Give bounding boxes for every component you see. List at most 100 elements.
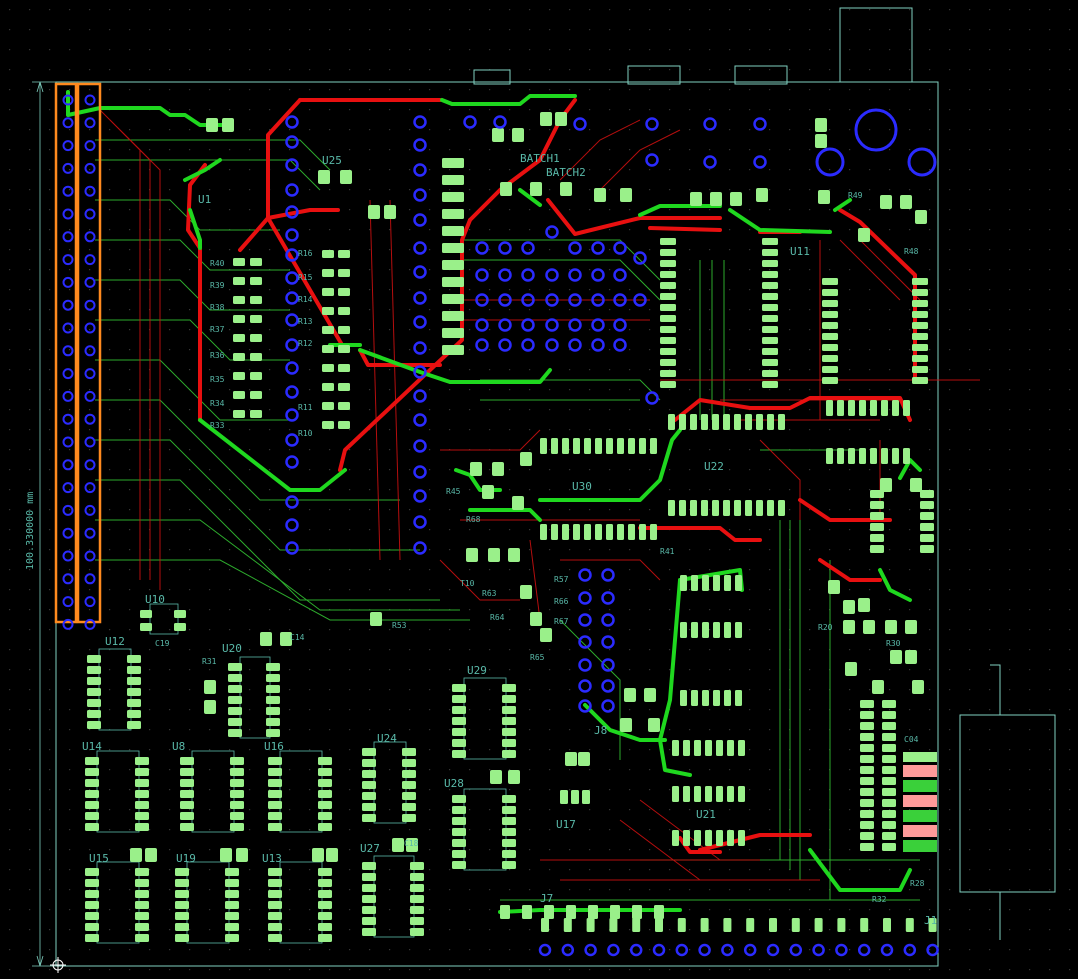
dimension-label: 100.330000 mm — [25, 492, 36, 570]
pad-col-u11-b — [762, 238, 778, 388]
label-u13: U13 — [262, 852, 282, 865]
resistor-col-r40-33-a — [233, 258, 245, 418]
label-u21: U21 — [696, 808, 716, 821]
label-r30: R30 — [886, 639, 901, 648]
label-u28: U28 — [444, 777, 464, 790]
pad-row-u21a — [672, 740, 745, 756]
label-u29: U29 — [467, 664, 487, 677]
label-r20: R20 — [818, 623, 833, 632]
label-r57: R57 — [554, 575, 569, 584]
back-copper-thin — [95, 139, 920, 901]
label-r65: R65 — [530, 653, 545, 662]
label-r37: R37 — [210, 325, 225, 334]
db-connector-pads — [903, 752, 937, 852]
label-r12: R12 — [298, 339, 313, 348]
label-r10: R10 — [298, 429, 313, 438]
label-u17: U17 — [556, 818, 576, 831]
pad-row-u17 — [560, 790, 590, 804]
label-r13: R13 — [298, 317, 313, 326]
label-r49: R49 — [848, 191, 863, 200]
label-c18: C18 — [404, 839, 419, 848]
pad-col-right-lower-b — [882, 700, 896, 851]
front-copper-power — [186, 98, 917, 854]
label-c19: C19 — [155, 639, 170, 648]
label-r36: R36 — [210, 351, 225, 360]
label-u8: U8 — [172, 740, 185, 753]
label-u11: U11 — [790, 245, 810, 258]
ic-u20 — [228, 656, 280, 739]
label-batch2: BATCH2 — [546, 166, 586, 179]
header-outline-right — [76, 82, 102, 624]
ic-u15 — [85, 861, 149, 944]
header-pins — [62, 94, 96, 630]
pad-row-u30-top — [540, 438, 657, 454]
label-u24: U24 — [377, 732, 397, 745]
label-c04: C04 — [904, 735, 919, 744]
label-u14: U14 — [82, 740, 102, 753]
dimension-annotation — [32, 81, 56, 967]
component-pads — [85, 112, 934, 944]
pad-col-u11-a — [660, 238, 676, 388]
label-u16: U16 — [264, 740, 284, 753]
label-r68: R68 — [466, 515, 481, 524]
label-u20: U20 — [222, 642, 242, 655]
ic-u27 — [362, 855, 424, 938]
label-batch1: BATCH1 — [520, 152, 560, 165]
label-j1: J1 — [924, 914, 937, 927]
pad-col-right-mid — [920, 490, 934, 553]
resistor-col-r16-10-a — [322, 250, 334, 429]
label-r11: R11 — [298, 403, 313, 412]
pad-row-u18-top — [680, 575, 742, 591]
label-u30: U30 — [572, 480, 592, 493]
ic-u29 — [452, 677, 516, 760]
pad-row-u18-bot — [680, 622, 742, 638]
resistor-col-r16-10-b — [338, 250, 350, 429]
pad-row-right-bot — [826, 448, 910, 464]
label-r33: R33 — [210, 421, 225, 430]
left-header-connector[interactable] — [54, 82, 102, 630]
label-j7: J7 — [540, 892, 553, 905]
resistor-col-r40-33-b — [250, 258, 262, 418]
label-r31: R31 — [202, 657, 217, 666]
ic-u19 — [175, 861, 239, 944]
label-r40: R40 — [210, 259, 225, 268]
label-r64: R64 — [490, 613, 505, 622]
pad-row-u22-top — [668, 414, 785, 430]
header-outline-left — [54, 82, 78, 624]
label-r34: R34 — [210, 399, 225, 408]
pad-col-right-a — [822, 278, 838, 384]
label-u1: U1 — [198, 193, 211, 206]
label-r48: R48 — [904, 247, 919, 256]
label-r45: R45 — [446, 487, 461, 496]
back-copper-power — [66, 90, 922, 914]
label-r16: R16 — [298, 249, 313, 258]
ic-u13 — [268, 861, 332, 944]
label-r41: R41 — [660, 547, 675, 556]
label-r14: R14 — [298, 295, 313, 304]
label-r35: R35 — [210, 375, 225, 384]
through-hole-pads — [285, 115, 767, 713]
pad-row-u26 — [680, 690, 742, 706]
label-u10: U10 — [145, 593, 165, 606]
label-j8: J8 — [594, 724, 607, 737]
bottom-pin-row — [500, 905, 939, 957]
label-u27: U27 — [360, 842, 380, 855]
pad-row-u21b — [672, 786, 745, 802]
pad-col-right-b — [912, 278, 928, 384]
ic-u12 — [87, 648, 141, 731]
label-u19: U19 — [176, 852, 196, 865]
ic-u10 — [140, 603, 186, 635]
label-r63: R63 — [482, 589, 497, 598]
misc-smd-pads — [130, 112, 927, 862]
ic-u14 — [85, 750, 149, 833]
label-u15: U15 — [89, 852, 109, 865]
ic-u8 — [180, 750, 244, 833]
label-t10: T10 — [460, 579, 475, 588]
label-r66: R66 — [554, 597, 569, 606]
ic-u28 — [452, 788, 516, 871]
pad-row-u30-bot — [540, 524, 657, 540]
label-r53: R53 — [392, 621, 407, 630]
label-u12: U12 — [105, 635, 125, 648]
